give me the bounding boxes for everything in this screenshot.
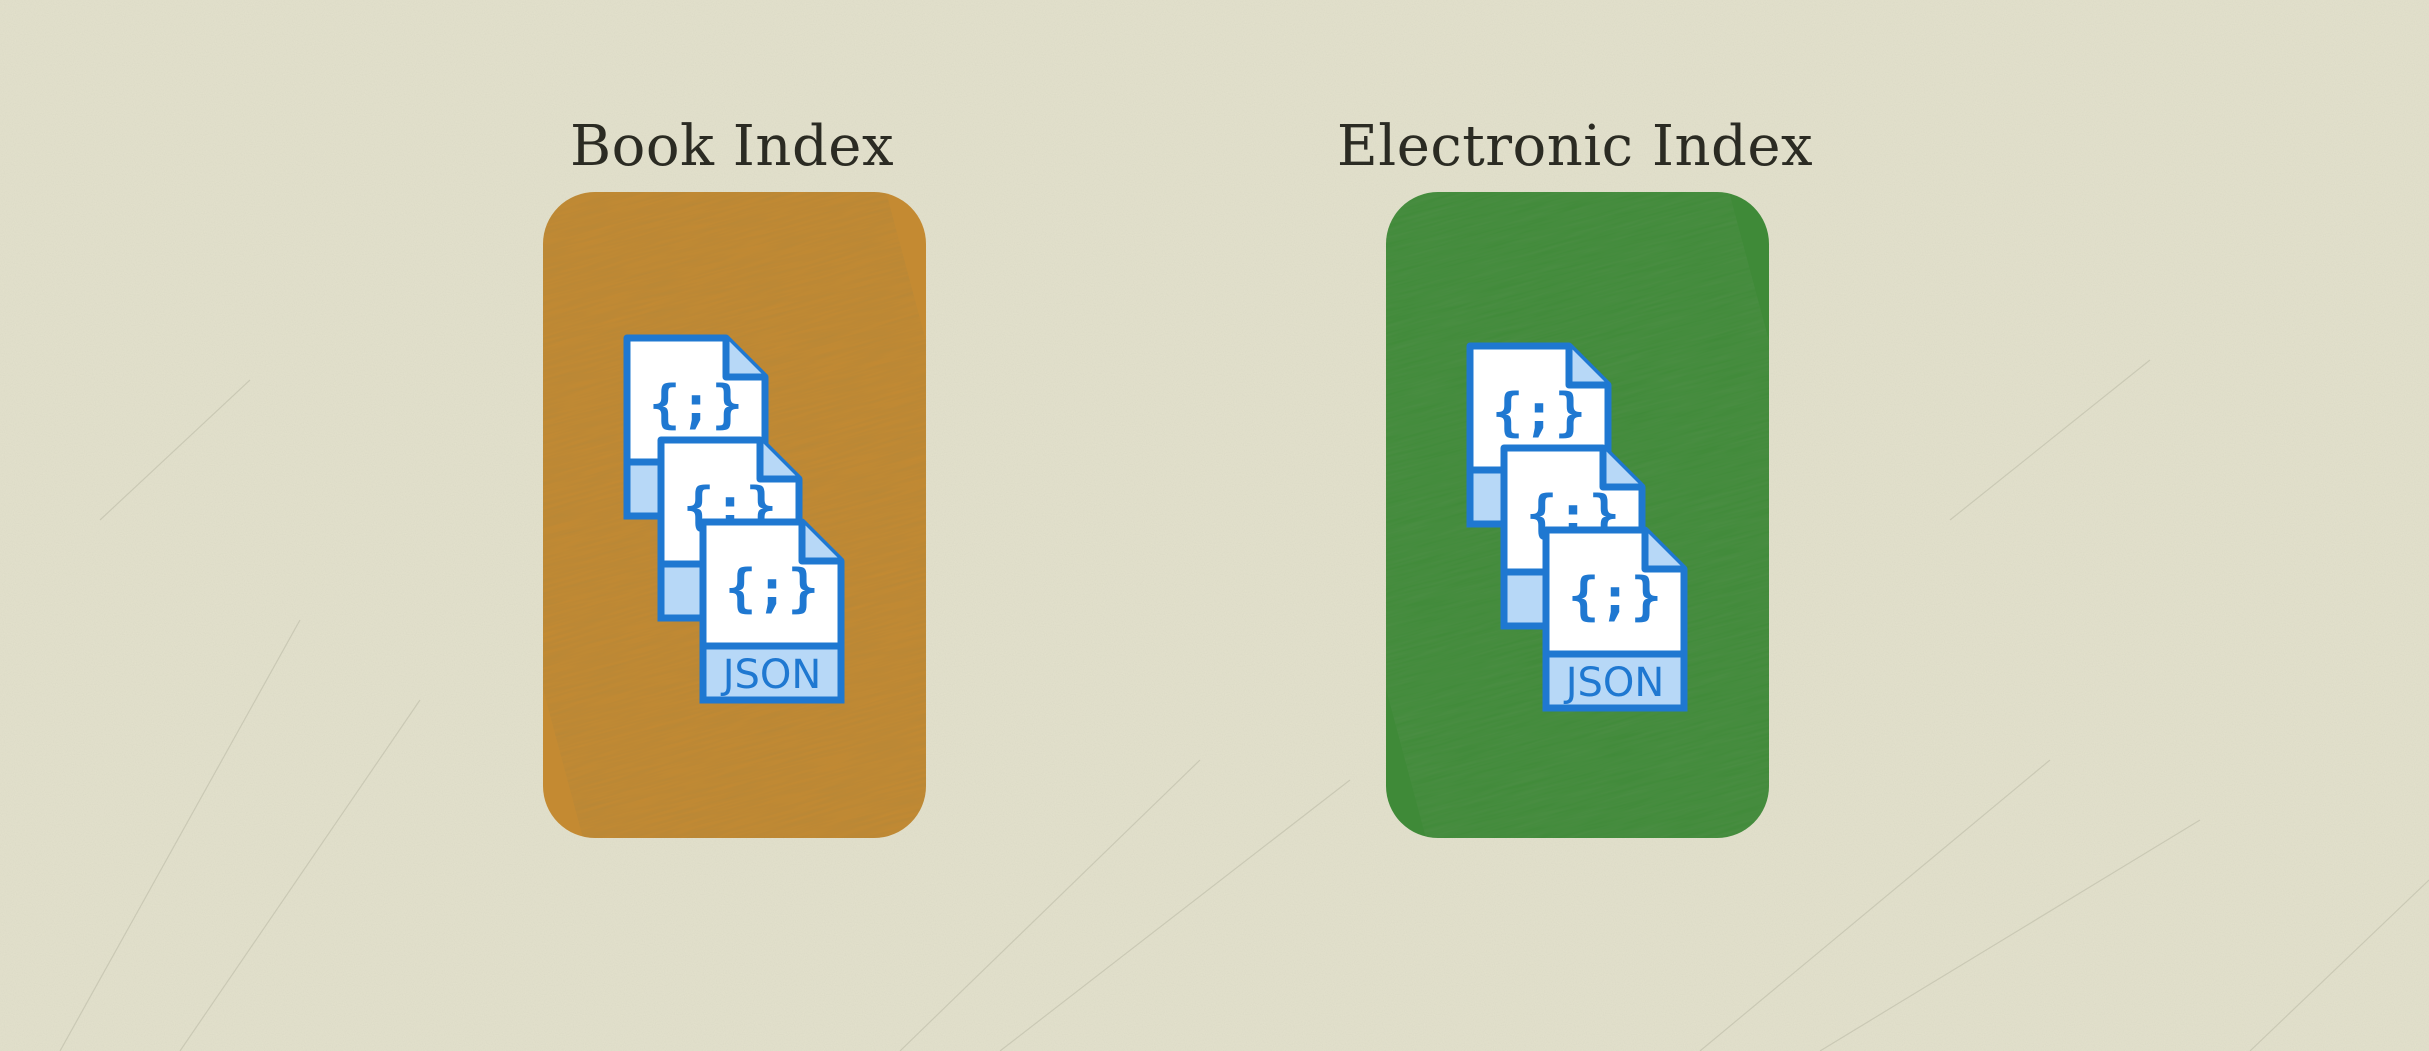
json-file-label: JSON: [1563, 660, 1665, 706]
svg-text:{;}: {;}: [649, 375, 743, 435]
json-file-stack-icon: {;} {;} {;} JSON: [621, 332, 861, 752]
electronic-index-card: {;} {;} {;} JSON: [1386, 192, 1769, 838]
svg-text:{;}: {;}: [1492, 383, 1586, 443]
json-file-icon: {;} JSON: [1542, 526, 1688, 712]
svg-text:{;}: {;}: [1568, 567, 1662, 627]
book-index-card: {;} {;} {;} JSON: [543, 192, 926, 838]
svg-text:{;}: {;}: [725, 559, 819, 619]
json-file-icon: {;} JSON: [699, 518, 845, 704]
json-file-stack-icon: {;} {;} {;} JSON: [1464, 332, 1704, 752]
panel-title-electronic-index: Electronic Index: [1336, 114, 1814, 179]
panel-title-book-index: Book Index: [569, 114, 895, 179]
json-file-label: JSON: [720, 652, 822, 698]
